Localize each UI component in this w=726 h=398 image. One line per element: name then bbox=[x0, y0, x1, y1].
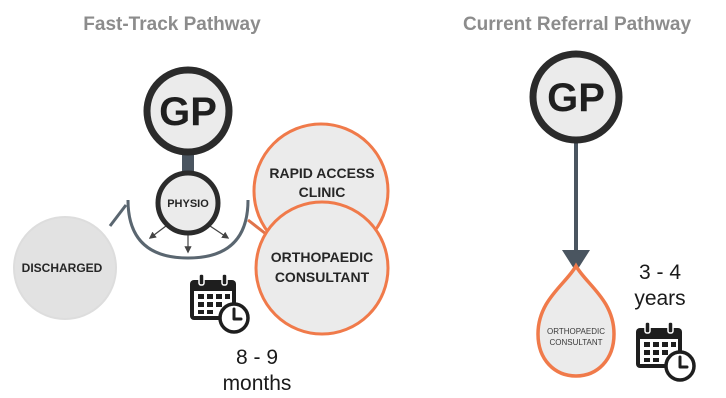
arrow-to-consultant bbox=[209, 225, 230, 239]
current-consultant-line1: ORTHOPAEDIC bbox=[547, 327, 605, 336]
fast-track-title: Fast-Track Pathway bbox=[83, 14, 261, 35]
current-gp-label: GP bbox=[547, 76, 605, 120]
fast-track-consultant-line1: ORTHOPAEDIC bbox=[271, 249, 373, 265]
physio-label: PHYSIO bbox=[167, 198, 209, 210]
calendar-clock-icon bbox=[634, 320, 696, 382]
discharged-label: DISCHARGED bbox=[22, 261, 103, 275]
discharged-node: DISCHARGED bbox=[13, 216, 117, 320]
current-consultant-line2: CONSULTANT bbox=[549, 338, 602, 347]
fast-track-consultant-node: ORTHOPAEDIC CONSULTANT bbox=[254, 200, 390, 336]
discharge-connector bbox=[108, 204, 128, 227]
current-duration-line1: 3 - 4 bbox=[639, 261, 681, 284]
fast-track-gp-label: GP bbox=[159, 90, 217, 134]
fast-track-consultant-line2: CONSULTANT bbox=[275, 269, 370, 285]
physio-triage-bracket bbox=[126, 199, 250, 260]
referral-arrow-head bbox=[562, 250, 590, 272]
rapid-access-label-line1: RAPID ACCESS bbox=[269, 165, 374, 181]
current-gp-node: GP bbox=[529, 50, 623, 144]
current-consultant-node: ORTHOPAEDIC CONSULTANT bbox=[536, 262, 616, 378]
current-pathway-title: Current Referral Pathway bbox=[463, 14, 692, 35]
current-duration-line2: years bbox=[634, 287, 685, 310]
fast-track-duration-line2: months bbox=[223, 372, 292, 395]
rapid-access-label-line2: CLINIC bbox=[299, 184, 346, 200]
fast-track-duration-line1: 8 - 9 bbox=[236, 346, 278, 369]
arrow-to-discharged bbox=[148, 225, 167, 239]
physio-node: PHYSIO bbox=[155, 170, 221, 236]
consultant-connector bbox=[247, 218, 267, 236]
calendar-clock-icon bbox=[188, 272, 250, 334]
fast-track-gp-node: GP bbox=[143, 66, 233, 156]
